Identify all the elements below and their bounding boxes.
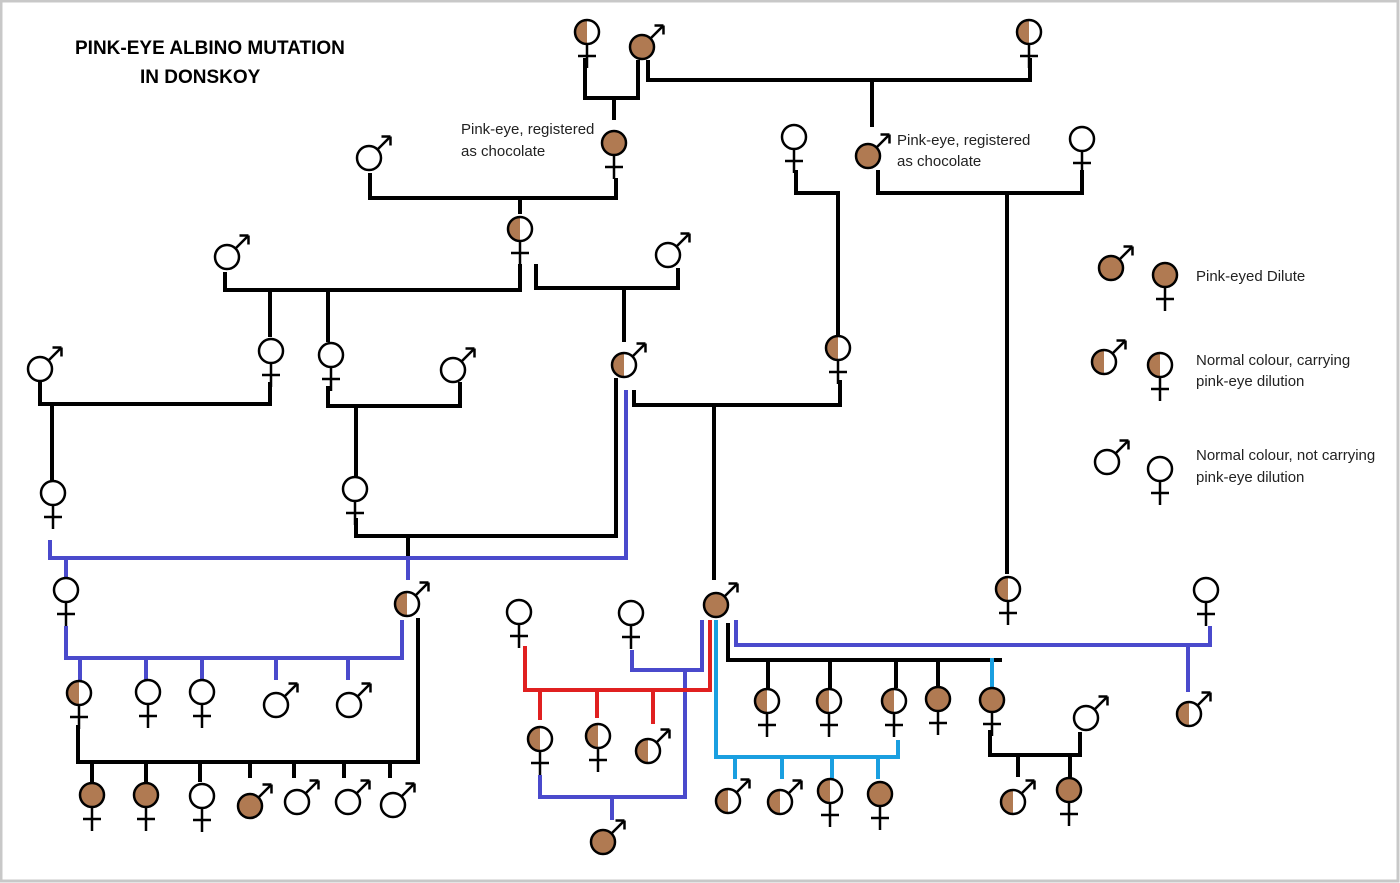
pedigree-individuals [26, 18, 1220, 856]
individual-male-affected-44 [236, 783, 273, 820]
individual-male-carrier-53 [999, 779, 1036, 816]
individual-male-carrier-40 [1175, 691, 1212, 728]
individual-female-normal-13 [317, 341, 345, 391]
individual-male-normal-7 [355, 135, 392, 172]
legend-symbols [1090, 245, 1179, 505]
individual-female-carrier-51 [816, 777, 844, 827]
legend-symbol-female-normal [1146, 455, 1174, 505]
individual-female-normal-43 [188, 782, 216, 832]
individual-female-carrier-24 [994, 575, 1022, 625]
individual-female-normal-6 [1068, 125, 1096, 175]
individual-male-normal-30 [335, 682, 372, 719]
annotation-left-line2: as chocolate [461, 143, 545, 160]
individual-female-carrier-2 [1015, 18, 1043, 68]
individual-male-normal-11 [26, 346, 63, 383]
individual-male-carrier-33 [634, 728, 671, 765]
individual-female-carrier-31 [526, 725, 554, 775]
individual-female-affected-42 [132, 781, 160, 831]
individual-female-normal-18 [341, 475, 369, 525]
annotation-right-line2: as chocolate [897, 153, 981, 170]
legend-symbol-female-carrier [1146, 351, 1174, 401]
legend-symbol-male-carrier [1090, 339, 1127, 376]
individual-female-carrier-36 [880, 687, 908, 737]
annotation-right-line1: Pink-eye, registered [897, 132, 1030, 149]
individual-male-normal-29 [262, 682, 299, 719]
individual-female-affected-3 [600, 129, 628, 179]
individual-male-normal-46 [334, 779, 371, 816]
individual-female-carrier-26 [65, 679, 93, 729]
individual-male-carrier-20 [393, 581, 430, 618]
legend-label-carrier-line2: pink-eye dilution [1196, 373, 1304, 390]
individual-female-carrier-0 [573, 18, 601, 68]
individual-male-normal-14 [439, 347, 476, 384]
individual-female-carrier-35 [815, 687, 843, 737]
pedigree-lines [38, 58, 1212, 820]
diagram-subtitle: IN DONSKOY [140, 67, 261, 88]
individual-female-affected-54 [1055, 776, 1083, 826]
individual-female-carrier-34 [753, 687, 781, 737]
legend-symbol-male-affected [1097, 245, 1134, 282]
individual-female-carrier-8 [506, 215, 534, 265]
individual-female-normal-28 [188, 678, 216, 728]
individual-female-normal-19 [52, 576, 80, 626]
individual-male-affected-4 [854, 133, 891, 170]
individual-female-carrier-32 [584, 722, 612, 772]
legend-symbol-female-affected [1151, 261, 1179, 311]
individual-female-normal-17 [39, 479, 67, 529]
individual-female-carrier-16 [824, 334, 852, 384]
individual-male-affected-1 [628, 24, 665, 61]
individual-female-normal-27 [134, 678, 162, 728]
individual-female-affected-37 [924, 685, 952, 735]
individual-male-carrier-15 [610, 342, 647, 379]
individual-female-normal-21 [505, 598, 533, 648]
individual-male-affected-48 [589, 819, 626, 856]
diagram-title: PINK-EYE ALBINO MUTATION [75, 38, 345, 59]
individual-male-normal-9 [213, 234, 250, 271]
legend-symbol-male-normal [1093, 439, 1130, 476]
individual-female-normal-12 [257, 337, 285, 387]
individual-female-normal-22 [617, 599, 645, 649]
individual-male-normal-39 [1072, 695, 1109, 732]
individual-female-affected-41 [78, 781, 106, 831]
legend-label-affected: Pink-eyed Dilute [1196, 268, 1305, 285]
legend-label-normal-line2: pink-eye dilution [1196, 469, 1304, 486]
annotation-left-line1: Pink-eye, registered [461, 121, 594, 138]
individual-female-affected-38 [978, 686, 1006, 736]
individual-female-normal-25 [1192, 576, 1220, 626]
individual-male-normal-45 [283, 779, 320, 816]
individual-male-normal-10 [654, 232, 691, 269]
individual-female-normal-5 [780, 123, 808, 173]
individual-female-affected-52 [866, 780, 894, 830]
individual-male-affected-23 [702, 582, 739, 619]
individual-male-carrier-50 [766, 779, 803, 816]
legend-label-carrier-line1: Normal colour, carrying [1196, 352, 1350, 369]
individual-male-carrier-49 [714, 778, 751, 815]
individual-male-normal-47 [379, 782, 416, 819]
legend-label-normal-line1: Normal colour, not carrying [1196, 447, 1375, 464]
